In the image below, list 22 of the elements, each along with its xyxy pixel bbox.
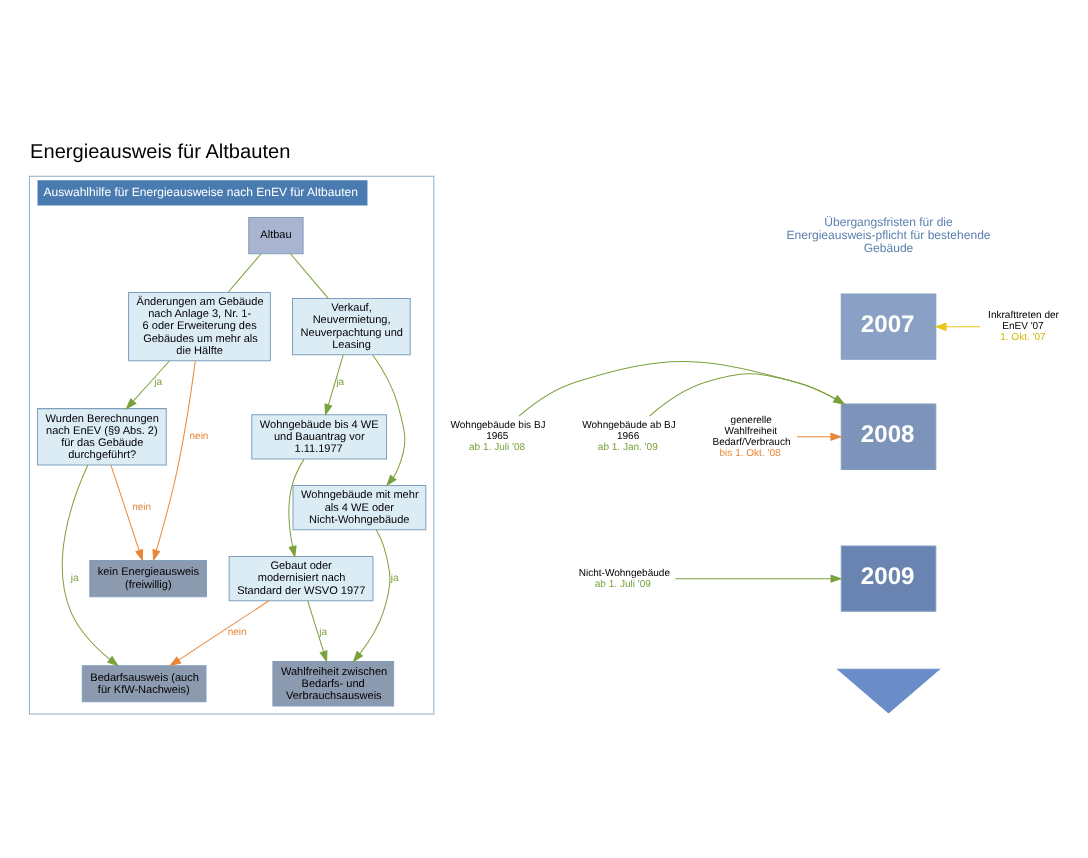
arrow <box>307 599 328 662</box>
arrow <box>518 360 846 416</box>
node-box: 2009 <box>840 544 937 611</box>
arrow <box>324 353 344 416</box>
arrow <box>796 431 843 441</box>
arrow <box>169 599 270 666</box>
arrow <box>352 528 391 662</box>
arrow <box>288 457 305 557</box>
arrow <box>110 463 144 561</box>
arrow <box>934 321 981 330</box>
arrow <box>674 573 843 582</box>
arrow <box>152 359 196 561</box>
node-box: 2007 <box>840 292 937 359</box>
arrow <box>372 353 406 486</box>
arrow <box>61 463 119 666</box>
connector <box>227 252 262 292</box>
diagram-title: Energieausweis für Altbauten <box>30 141 291 164</box>
node-box: 2008 <box>840 402 937 469</box>
connector <box>289 252 329 298</box>
arrow <box>125 359 170 409</box>
arrow <box>648 372 846 416</box>
node-triangle <box>836 667 941 713</box>
